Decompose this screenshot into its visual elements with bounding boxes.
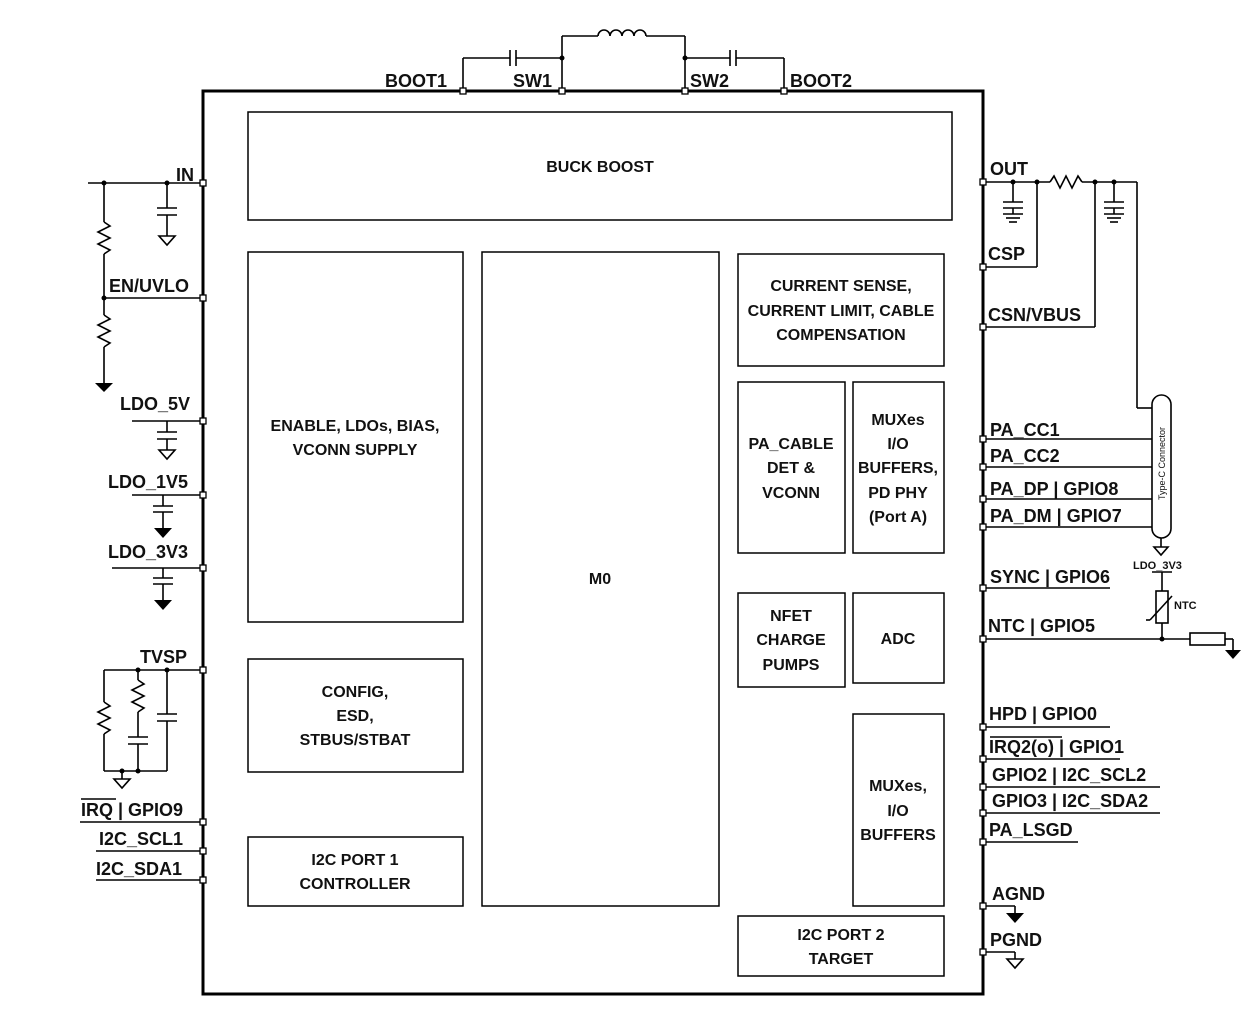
block-i2c-port2: I2C PORT 2 TARGET bbox=[737, 915, 945, 977]
block-pa-cable-det: PA_CABLE DET & VCONN bbox=[737, 381, 846, 554]
pin-pa-dm-gpio7: PA_DM | GPIO7 bbox=[990, 506, 1122, 526]
svg-text:I2C PORT 2: I2C PORT 2 bbox=[797, 927, 884, 944]
svg-text:BUFFERS: BUFFERS bbox=[860, 827, 936, 844]
block-i2c-port1: I2C PORT 1 CONTROLLER bbox=[247, 836, 464, 907]
svg-text:Type-C Connector: Type-C Connector bbox=[1157, 427, 1167, 500]
block-config-esd: CONFIG, ESD, STBUS/STBAT bbox=[247, 658, 464, 773]
svg-text:CURRENT LIMIT, CABLE: CURRENT LIMIT, CABLE bbox=[748, 303, 935, 320]
inductor-symbol bbox=[597, 29, 647, 37]
svg-text:I/O: I/O bbox=[887, 803, 908, 820]
pin-pa-dp-gpio8: PA_DP | GPIO8 bbox=[990, 479, 1118, 499]
pin-in: IN bbox=[176, 165, 194, 185]
svg-text:PD PHY: PD PHY bbox=[868, 485, 928, 502]
chip-outline bbox=[201, 89, 985, 996]
block-enable-ldos-bias: ENABLE, LDOs, BIAS, VCONN SUPPLY bbox=[247, 251, 464, 623]
svg-text:BUFFERS,: BUFFERS, bbox=[858, 460, 938, 477]
ntc-label: NTC bbox=[1174, 600, 1197, 612]
svg-text:COMPENSATION: COMPENSATION bbox=[776, 327, 905, 344]
pin-irq2-gpio1: IRQ2(o) | GPIO1 bbox=[989, 737, 1124, 757]
pin-boot2: BOOT2 bbox=[790, 71, 852, 91]
svg-text:MUXes: MUXes bbox=[871, 412, 924, 429]
pin-i2c-sda1: I2C_SDA1 bbox=[96, 859, 182, 879]
pin-csn-vbus: CSN/VBUS bbox=[988, 305, 1081, 325]
svg-text:VCONN SUPPLY: VCONN SUPPLY bbox=[293, 442, 418, 459]
svg-text:ADC: ADC bbox=[881, 631, 916, 648]
block-muxes-io-buffers: MUXes, I/O BUFFERS bbox=[852, 713, 945, 907]
pin-gpio3-i2c-sda2: GPIO3 | I2C_SDA2 bbox=[992, 791, 1148, 811]
svg-text:PA_CABLE: PA_CABLE bbox=[748, 436, 833, 453]
block-current-sense: CURRENT SENSE, CURRENT LIMIT, CABLE COMP… bbox=[737, 253, 945, 367]
pin-gpio2-i2c-scl2: GPIO2 | I2C_SCL2 bbox=[992, 765, 1146, 785]
pin-en-uvlo: EN/UVLO bbox=[109, 276, 189, 296]
svg-text:CHARGE: CHARGE bbox=[756, 632, 826, 649]
right-pins: OUT CSP CSN/VBUS PA_CC1 PA_CC2 PA_DP | G… bbox=[979, 159, 1197, 956]
pin-pgnd: PGND bbox=[990, 930, 1042, 950]
pin-tvsp: TVSP bbox=[140, 647, 187, 667]
svg-text:M0: M0 bbox=[589, 571, 611, 588]
svg-text:ENABLE, LDOs, BIAS,: ENABLE, LDOs, BIAS, bbox=[271, 418, 440, 435]
svg-text:STBUS/STBAT: STBUS/STBAT bbox=[300, 732, 411, 749]
pin-pa-lsgd: PA_LSGD bbox=[989, 820, 1073, 840]
ntc-bias-resistor bbox=[1189, 632, 1226, 646]
svg-text:CONTROLLER: CONTROLLER bbox=[299, 876, 411, 893]
pin-i2c-scl1: I2C_SCL1 bbox=[99, 829, 183, 849]
pin-ntc-gpio5: NTC | GPIO5 bbox=[988, 616, 1095, 636]
pin-sw2: SW2 bbox=[690, 71, 729, 91]
block-m0: M0 bbox=[481, 251, 720, 907]
right-external-network: Type-C Connector bbox=[983, 174, 1241, 970]
pin-out: OUT bbox=[990, 159, 1028, 179]
pin-pa-cc1: PA_CC1 bbox=[990, 420, 1060, 440]
sense-resistor bbox=[1049, 174, 1083, 190]
block-muxes-pd-phy: MUXes I/O BUFFERS, PD PHY (Port A) bbox=[852, 381, 945, 554]
pin-ldo-3v3: LDO_3V3 bbox=[108, 542, 188, 562]
svg-text:MUXes,: MUXes, bbox=[869, 778, 927, 795]
svg-text:NFET: NFET bbox=[770, 608, 812, 625]
pin-sync-gpio6: SYNC | GPIO6 bbox=[990, 567, 1110, 587]
pin-csp: CSP bbox=[988, 244, 1025, 264]
svg-text:ESD,: ESD, bbox=[336, 708, 373, 725]
top-pins: BOOT1 SW1 SW2 BOOT2 bbox=[385, 71, 852, 95]
svg-text:VCONN: VCONN bbox=[762, 485, 820, 502]
svg-text:I2C PORT 1: I2C PORT 1 bbox=[311, 852, 398, 869]
svg-text:CONFIG,: CONFIG, bbox=[322, 684, 389, 701]
svg-text:TARGET: TARGET bbox=[809, 951, 874, 968]
pin-pa-cc2: PA_CC2 bbox=[990, 446, 1060, 466]
svg-text:BUCK BOOST: BUCK BOOST bbox=[546, 159, 654, 176]
svg-text:PUMPS: PUMPS bbox=[763, 657, 820, 674]
svg-text:DET &: DET & bbox=[767, 460, 815, 477]
pin-sw1: SW1 bbox=[513, 71, 552, 91]
svg-text:I/O: I/O bbox=[887, 436, 908, 453]
left-external-network bbox=[80, 180, 203, 881]
pin-boot1: BOOT1 bbox=[385, 71, 447, 91]
pin-hpd-gpio0: HPD | GPIO0 bbox=[989, 704, 1097, 724]
pin-ldo-1v5: LDO_1V5 bbox=[108, 472, 188, 492]
pin-ldo-5v: LDO_5V bbox=[120, 394, 190, 414]
block-nfet-charge-pumps: NFET CHARGE PUMPS bbox=[737, 592, 846, 688]
block-buck-boost: BUCK BOOST bbox=[247, 111, 953, 221]
ldo-3v3-ref-label: LDO_3V3 bbox=[1133, 560, 1182, 572]
pin-irq-gpio9: IRQ | GPIO9 bbox=[81, 800, 183, 820]
pin-agnd: AGND bbox=[992, 884, 1045, 904]
left-pins: IN EN/UVLO LDO_5V LDO_1V5 LDO_3V3 TVSP I… bbox=[81, 165, 207, 884]
top-switch-network bbox=[462, 29, 785, 91]
block-adc: ADC bbox=[852, 592, 945, 684]
svg-text:CURRENT SENSE,: CURRENT SENSE, bbox=[770, 278, 911, 295]
svg-text:(Port A): (Port A) bbox=[869, 509, 927, 526]
